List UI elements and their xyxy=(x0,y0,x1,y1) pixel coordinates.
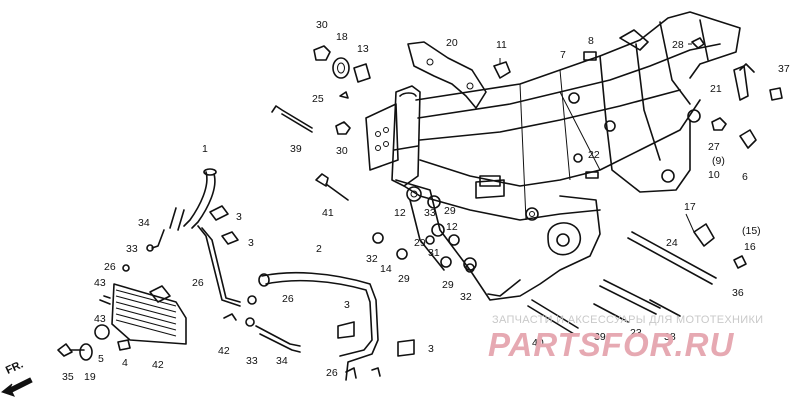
part-label: 26 xyxy=(192,277,204,289)
part-label: 39 xyxy=(290,143,302,155)
part-label: (9) xyxy=(712,155,725,167)
part-label: 19 xyxy=(84,371,96,383)
watermark-logo: PARTSFOR.RU xyxy=(488,326,735,363)
part-label: 33 xyxy=(246,355,258,367)
part-label: 18 xyxy=(336,31,348,43)
part-label: 32 xyxy=(460,291,472,303)
part-label: 6 xyxy=(742,171,748,183)
part-label: 26 xyxy=(104,261,116,273)
part-label: 34 xyxy=(138,217,150,229)
upper-parts xyxy=(271,37,783,201)
part-label: 33 xyxy=(424,207,436,219)
part-label: 2 xyxy=(316,243,322,255)
part-label: 23 xyxy=(630,327,642,339)
part-label: 5 xyxy=(98,353,104,365)
main-frame xyxy=(365,11,741,301)
part-label: 11 xyxy=(496,39,507,51)
part-label: 4 xyxy=(122,357,128,369)
part-label: 28 xyxy=(672,39,684,51)
part-label: 42 xyxy=(218,345,230,357)
part-label: 37 xyxy=(778,63,790,75)
part-label: 35 xyxy=(62,371,74,383)
cooler-and-hoses xyxy=(57,168,415,381)
part-label: 12 xyxy=(446,221,458,233)
part-number-labels: 30 18 13 20 11 7 8 28 37 21 25 39 30 1 2… xyxy=(62,19,790,383)
part-label: 43 xyxy=(94,313,106,325)
part-label: 29 xyxy=(414,237,426,249)
part-label: 39 xyxy=(594,331,606,343)
part-label: 21 xyxy=(710,83,722,95)
part-label: 22 xyxy=(588,149,600,161)
part-label: (15) xyxy=(742,225,761,237)
part-label: 20 xyxy=(446,37,458,49)
watermark-tagline: ЗАПЧАСТИ И АКСЕССУАРЫ ДЛЯ МОТОТЕХНИКИ xyxy=(492,314,764,326)
part-label: 30 xyxy=(316,19,328,31)
part-label: 42 xyxy=(152,359,164,371)
part-label: 41 xyxy=(322,207,334,219)
part-label: 16 xyxy=(744,241,756,253)
part-label: 8 xyxy=(588,35,594,47)
part-label: 34 xyxy=(276,355,288,367)
part-label: 14 xyxy=(380,263,392,275)
engine-mount-bolts xyxy=(372,213,747,335)
part-label: 13 xyxy=(357,43,369,55)
part-label: 32 xyxy=(366,253,378,265)
part-label: 3 xyxy=(236,211,242,223)
part-label: 30 xyxy=(336,145,348,157)
part-label: 27 xyxy=(708,141,720,153)
part-label: 29 xyxy=(444,205,456,217)
part-label: 26 xyxy=(282,293,294,305)
part-label: 38 xyxy=(664,331,676,343)
part-label: 12 xyxy=(394,207,406,219)
part-label: 10 xyxy=(708,169,720,181)
part-label: 33 xyxy=(126,243,138,255)
part-label: 29 xyxy=(398,273,410,285)
part-label: 3 xyxy=(428,343,434,355)
part-label: 17 xyxy=(684,201,696,213)
part-label: 1 xyxy=(202,143,208,155)
part-label: 3 xyxy=(248,237,254,249)
part-label: 3 xyxy=(344,299,350,311)
part-label: 36 xyxy=(732,287,744,299)
part-label: 25 xyxy=(312,93,324,105)
part-label: 43 xyxy=(94,277,106,289)
part-label: 24 xyxy=(666,237,678,249)
part-label: 31 xyxy=(428,247,440,259)
part-label: 29 xyxy=(442,279,454,291)
part-label: 7 xyxy=(560,49,566,61)
part-label: 40 xyxy=(532,337,544,349)
part-label: 26 xyxy=(326,367,338,379)
front-arrow-icon xyxy=(0,377,33,397)
